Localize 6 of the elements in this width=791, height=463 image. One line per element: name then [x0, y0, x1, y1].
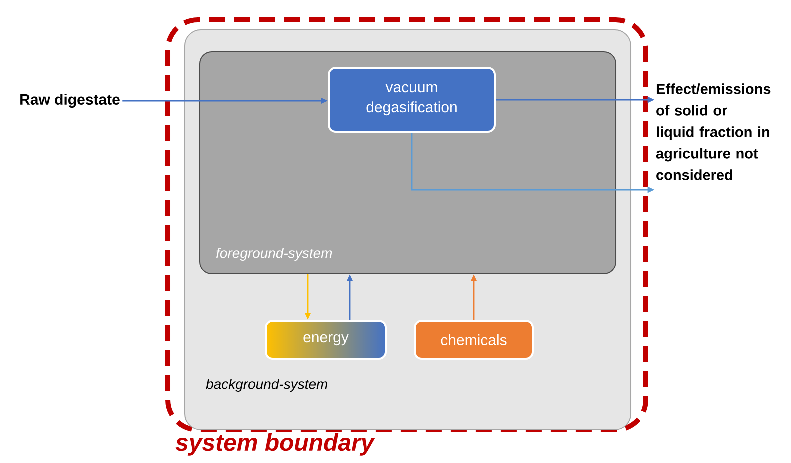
- output-note: Effect/emissions of solid or liquid fraction in agriculture not considered: [656, 84, 771, 180]
- node-label: system boundary: [176, 434, 376, 456]
- process-box: energy: [265, 320, 387, 360]
- input-label: Raw digestate: [20, 94, 120, 108]
- process-box: vacuum degasification: [328, 67, 496, 133]
- process-box: chemicals: [414, 320, 534, 360]
